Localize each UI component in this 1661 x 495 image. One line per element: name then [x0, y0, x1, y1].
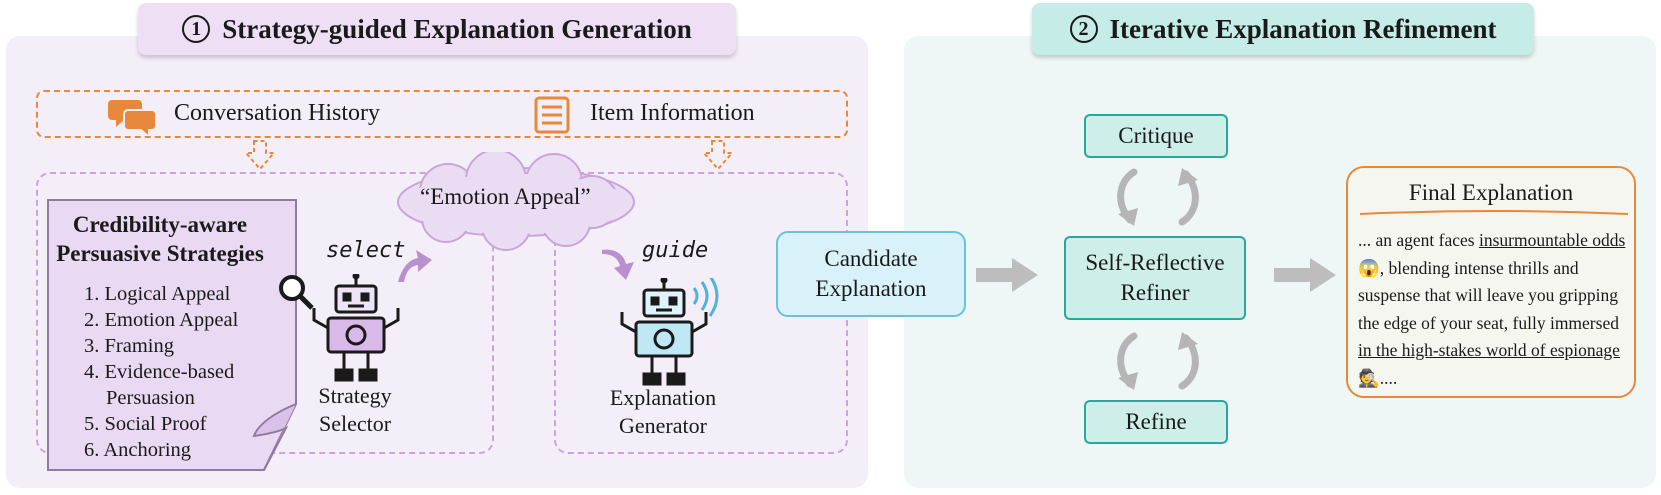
- strategies-list: 1. Logical Appeal 2. Emotion Appeal 3. F…: [84, 281, 238, 463]
- input-arrow-left: [243, 140, 277, 171]
- final-text-part2: , blending intense thrills and suspense …: [1358, 257, 1619, 333]
- stage2-title: 2 Iterative Explanation Refinement: [1032, 3, 1534, 55]
- strategy-item: 6. Anchoring: [84, 439, 192, 461]
- strategy-selector-label: Strategy Selector: [290, 382, 420, 438]
- item-list-icon: [534, 96, 570, 134]
- select-arrow-icon: [398, 250, 432, 282]
- strategy-item: 4. Evidence-based: [84, 361, 235, 383]
- candidate-line1: Candidate: [824, 246, 918, 271]
- final-underline-2: in the high-stakes world of espionage: [1358, 340, 1620, 360]
- final-explanation-text: ... an agent faces insurmountable odds 😱,…: [1358, 227, 1630, 392]
- conversation-history-label: Conversation History: [174, 100, 380, 126]
- final-text-part1: ... an agent faces: [1358, 230, 1479, 250]
- critique-box: Critique: [1084, 114, 1228, 158]
- explanation-generator-line2: Generator: [619, 413, 707, 438]
- final-explanation-box: [1346, 166, 1636, 398]
- refiner-line2: Refiner: [1120, 280, 1190, 305]
- final-explanation-title: Final Explanation: [1408, 180, 1574, 205]
- strategy-item: 2. Emotion Appeal: [84, 309, 239, 331]
- arrow-to-final-icon: [1274, 258, 1336, 292]
- emotion-appeal-label: “Emotion Appeal”: [420, 184, 591, 209]
- strategies-title: Credibility-aware Persuasive Strategies: [46, 210, 274, 268]
- strategy-item: 5. Social Proof: [84, 413, 207, 435]
- input-arrow-right: [701, 140, 735, 171]
- stage1-number: 1: [182, 15, 211, 43]
- strategy-selector-line1: Strategy: [318, 383, 392, 408]
- critique-cycle-icon: [1117, 168, 1199, 226]
- select-label: select: [326, 238, 406, 263]
- stage1-title: 1 Strategy-guided Explanation Generation: [138, 3, 736, 55]
- refine-label: Refine: [1125, 409, 1187, 434]
- arrow-to-refiner-icon: [976, 258, 1038, 292]
- strategy-item: 1. Logical Appeal: [84, 283, 231, 305]
- explanation-generator-line1: Explanation: [609, 385, 717, 410]
- item-information-label: Item Information: [590, 100, 755, 126]
- stage2-title-text: Iterative Explanation Refinement: [1109, 13, 1497, 44]
- emotion-cloud: [397, 152, 635, 251]
- chat-bubbles-icon: [108, 100, 157, 136]
- scream-emoji-icon: 😱: [1358, 257, 1380, 278]
- self-reflective-refiner-box: Self-Reflective Refiner: [1064, 236, 1246, 320]
- explanation-generator-robot-icon: [620, 278, 719, 386]
- strategy-item: 3. Framing: [84, 335, 174, 357]
- refine-cycle-icon: [1117, 332, 1199, 390]
- final-underline-1: insurmountable odds: [1478, 230, 1626, 250]
- refiner-line1: Self-Reflective: [1085, 250, 1225, 275]
- candidate-line2: Explanation: [815, 276, 927, 301]
- candidate-explanation-box: Candidate Explanation: [776, 231, 966, 317]
- final-title-divider: [1359, 210, 1629, 215]
- strategies-title-line1: Credibility-aware: [72, 212, 248, 237]
- critique-label: Critique: [1118, 123, 1194, 148]
- explanation-generator-label: Explanation Generator: [588, 384, 738, 440]
- stage2-number: 2: [1069, 15, 1098, 43]
- guide-label: guide: [642, 238, 709, 263]
- strategies-title-line2: Persuasive Strategies: [56, 241, 264, 266]
- input-box: [36, 90, 848, 138]
- strategy-item: Persuasion: [106, 387, 195, 409]
- strategies-paper: [47, 199, 297, 471]
- refine-box: Refine: [1084, 400, 1228, 444]
- stage1-title-text: Strategy-guided Explanation Generation: [222, 13, 692, 44]
- final-text-part3: ....: [1379, 367, 1398, 388]
- strategy-selector-line2: Selector: [318, 411, 392, 436]
- strategy-selector-robot-icon: [279, 274, 400, 382]
- guide-arrow-icon: [602, 249, 634, 280]
- spy-emoji-icon: 🕵: [1358, 367, 1380, 388]
